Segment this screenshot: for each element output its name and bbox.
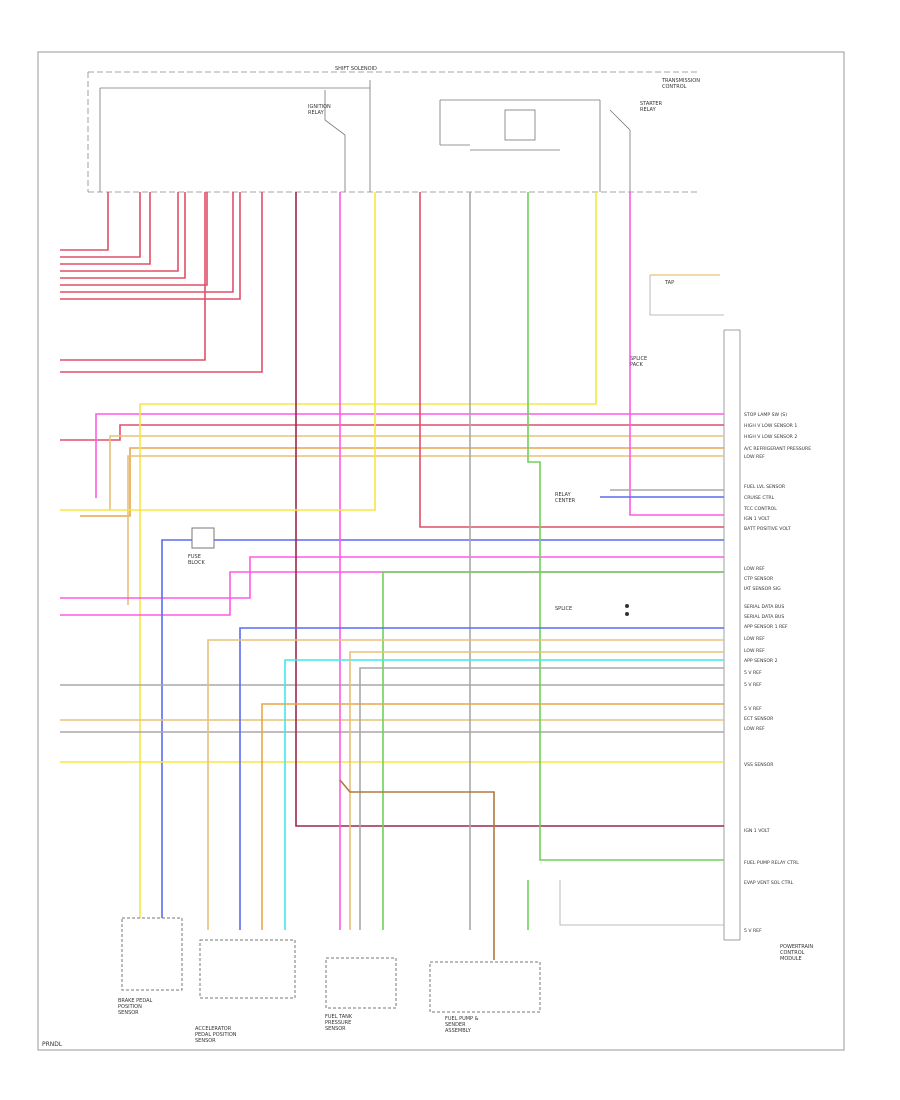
- pin-label: A/C REFRIGERANT PRESSURE: [744, 446, 811, 452]
- page-border: [37, 51, 845, 1051]
- wire: [60, 192, 141, 258]
- pin-label: 5 V REF: [744, 928, 762, 934]
- wire: [559, 880, 724, 926]
- wire: [60, 192, 208, 286]
- wire: [60, 556, 724, 599]
- pin-label: 5 V REF: [744, 682, 762, 688]
- wire: [339, 779, 495, 960]
- pin-label: EVAP VENT SOL CTRL: [744, 880, 794, 886]
- wire: [95, 413, 724, 498]
- pin-label: CRUISE CTRL: [744, 495, 775, 501]
- pin-label: APP SENSOR 2: [744, 658, 778, 664]
- wire: [239, 627, 724, 930]
- wire: [60, 192, 206, 361]
- wire: [60, 571, 724, 616]
- brake-sensor: [121, 917, 183, 991]
- wire: [109, 435, 724, 510]
- wire: [60, 192, 179, 272]
- pin-label: 5 V REF: [744, 706, 762, 712]
- wire: [60, 192, 186, 279]
- wire: [60, 192, 234, 293]
- wire: [80, 447, 724, 517]
- splice-dot: [625, 612, 629, 616]
- pin-label: 5 V REF: [744, 670, 762, 676]
- wire: [349, 651, 724, 930]
- tap-note: TAP: [664, 280, 674, 286]
- pin-label: SERIAL DATA BUS: [744, 614, 784, 620]
- wire: [419, 192, 724, 528]
- pin-label: IGN 1 VOLT: [744, 828, 770, 834]
- wire: [60, 192, 151, 265]
- pin-label: LOW REF: [744, 726, 765, 732]
- pin-label: FUEL LVL SENSOR: [744, 484, 786, 490]
- wire: [527, 192, 724, 861]
- pcm-connector: [723, 329, 741, 941]
- relay-box: [87, 71, 700, 193]
- splice-dot: [625, 604, 629, 608]
- wire: [60, 192, 109, 251]
- wires: [60, 192, 724, 960]
- footer-label: PRNDL: [42, 1041, 63, 1048]
- wire: [382, 571, 724, 930]
- pin-label: IAT SENSOR SIG: [744, 586, 781, 592]
- wire: [60, 424, 724, 441]
- pin-label: VSS SENSOR: [744, 762, 774, 768]
- wire: [139, 192, 597, 930]
- pin-label: LOW REF: [744, 636, 765, 642]
- wire: [359, 667, 724, 930]
- pin-label: SERIAL DATA BUS: [744, 604, 784, 610]
- wire: [649, 275, 724, 316]
- pin-label: LOW REF: [744, 454, 765, 460]
- fuel-tank-sensor: [325, 957, 397, 1009]
- wire: [161, 539, 724, 930]
- pin-labels: STOP LAMP SW (S) HIGH V LOW SENSOR 1 HIGH …: [743, 412, 811, 934]
- pin-label: LOW REF: [744, 566, 765, 572]
- pin-label: IGN 1 VOLT: [744, 516, 770, 522]
- splice-label: SPLICE: [555, 606, 572, 612]
- pin-label: FUEL PUMP RELAY CTRL: [744, 860, 799, 866]
- wire: [261, 703, 724, 930]
- wire: [127, 455, 724, 605]
- pin-label: HIGH V LOW SENSOR 2: [744, 434, 797, 440]
- pin-label: ECT SENSOR: [744, 716, 774, 722]
- accel-sensor: [199, 939, 296, 999]
- pin-label: CTP SENSOR: [744, 576, 774, 582]
- pin-label: TCC CONTROL: [743, 506, 777, 512]
- wire: [60, 192, 376, 511]
- wire: [60, 192, 241, 300]
- pin-label: BATT POSITIVE VOLT: [744, 526, 791, 532]
- pin-label: STOP LAMP SW (S): [744, 412, 787, 418]
- wire: [629, 192, 724, 516]
- fuse-block: [191, 527, 215, 549]
- pin-label: APP SENSOR 1 REF: [744, 624, 788, 630]
- wire: [60, 192, 263, 373]
- fuel-pump-assembly: [429, 961, 541, 1013]
- wire: [295, 192, 724, 827]
- wire: [207, 639, 724, 930]
- relay-mid-label: SHIFT SOLENOID: [335, 66, 377, 72]
- pin-label: HIGH V LOW SENSOR 1: [744, 423, 797, 429]
- wire: [284, 659, 724, 930]
- pin-label: LOW REF: [744, 648, 765, 654]
